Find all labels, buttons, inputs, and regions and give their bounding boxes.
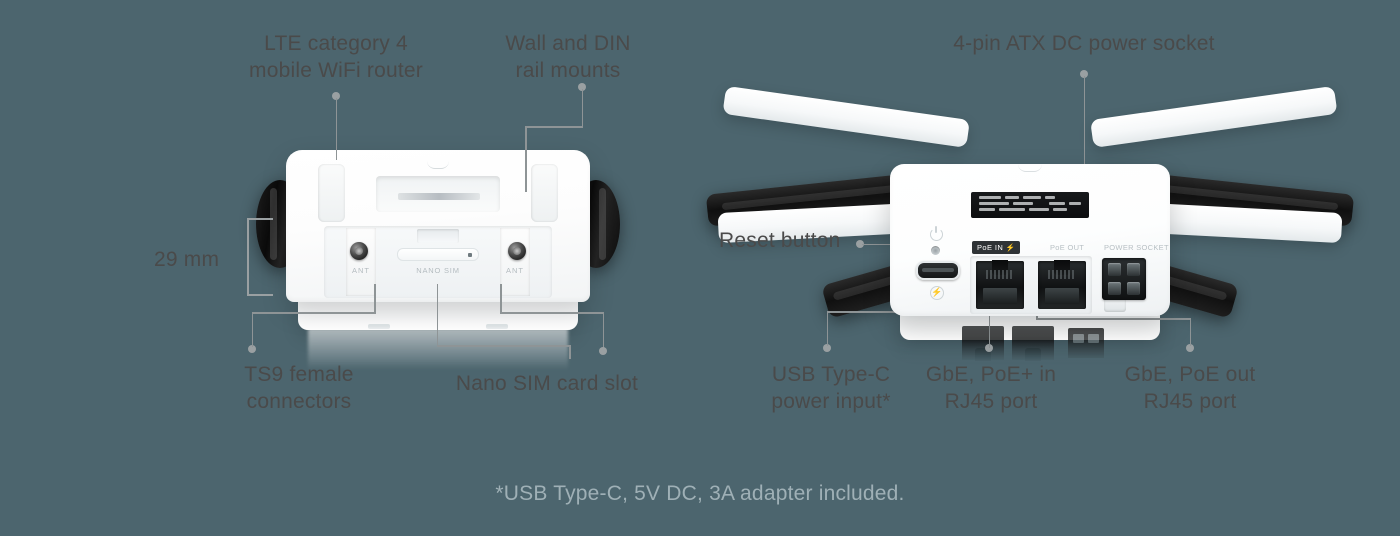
connector-plate: ANT ANT NANO SIM bbox=[324, 226, 552, 298]
right-device-body: ⚡ PoE IN ⚡ PoE OUT POWER SOCKET bbox=[890, 164, 1170, 316]
top-notch bbox=[427, 161, 449, 169]
leader-line-poe-out-v1 bbox=[1189, 318, 1192, 346]
callout-ts9-connectors: TS9 female connectors bbox=[244, 363, 354, 413]
rear-notch bbox=[1018, 164, 1042, 172]
callout-usb-type-c: USB Type-C power input* bbox=[771, 363, 891, 413]
base-foot-left bbox=[368, 324, 390, 329]
ts9-connector-right bbox=[508, 242, 526, 260]
leader-line-ts9-v1 bbox=[251, 312, 254, 347]
leader-line-usbc-v1 bbox=[826, 311, 829, 346]
lightning-bolt-icon: ⚡ bbox=[930, 286, 944, 300]
leader-line-ts9-h2 bbox=[500, 312, 604, 314]
atx-socket-tab bbox=[1104, 298, 1126, 312]
callout-reset-button: Reset button bbox=[719, 229, 841, 252]
leader-line-lte bbox=[335, 98, 338, 160]
leader-line-nanosim-h bbox=[436, 345, 571, 347]
antenna-upper-right bbox=[1090, 85, 1338, 148]
leader-line-nanosim-v bbox=[436, 284, 439, 346]
leader-dot-poe-in bbox=[985, 344, 993, 352]
mirror-fade bbox=[900, 340, 1160, 364]
base-foot-right bbox=[486, 324, 508, 329]
callout-lte-router: LTE category 4 mobile WiFi router bbox=[249, 32, 423, 82]
leader-dot-ts9 bbox=[248, 345, 256, 353]
leader-line-ts9-v2 bbox=[374, 284, 376, 314]
rj45-port-frame bbox=[970, 256, 1092, 314]
right-device-mirror bbox=[900, 312, 1160, 364]
leader-line-ts9-v3 bbox=[500, 284, 502, 314]
antenna-upper-left bbox=[722, 85, 970, 148]
callout-dimension-29mm: 29 mm bbox=[154, 248, 220, 271]
rj45-port-poe-out[interactable] bbox=[1038, 260, 1086, 309]
leader-line-poe-in bbox=[988, 290, 991, 348]
wall-mount-slot-right bbox=[531, 164, 558, 222]
sim-tray-tab bbox=[417, 229, 459, 243]
leader-line-poe-out-h bbox=[1036, 318, 1190, 320]
left-device-front-view: ANT ANT NANO SIM bbox=[256, 150, 620, 370]
callout-poe-in-port: GbE, PoE+ in RJ45 port bbox=[925, 363, 1057, 413]
nano-sim-slot bbox=[397, 248, 479, 261]
leader-dot-ts9-b bbox=[599, 347, 607, 355]
ant-label-right: ANT bbox=[506, 266, 524, 275]
leader-dot-atx bbox=[1080, 70, 1088, 78]
leader-dot-reset bbox=[856, 240, 864, 248]
din-rail-recess bbox=[376, 176, 500, 212]
poe-out-label: PoE OUT bbox=[1050, 243, 1085, 252]
leader-dot-lte bbox=[332, 92, 340, 100]
callout-nano-sim-slot: Nano SIM card slot bbox=[455, 372, 639, 395]
power-socket-label: POWER SOCKET bbox=[1104, 243, 1169, 252]
device-body: ANT ANT NANO SIM bbox=[286, 150, 590, 302]
callout-poe-out-port: GbE, PoE out RJ45 port bbox=[1124, 363, 1256, 413]
callout-atx-power-socket: 4-pin ATX DC power socket bbox=[953, 32, 1215, 55]
leader-line-nanosim-v2 bbox=[569, 345, 571, 359]
wall-mount-slot-left bbox=[318, 164, 345, 222]
poe-in-badge: PoE IN ⚡ bbox=[972, 241, 1021, 254]
leader-dot-mounts bbox=[578, 83, 586, 91]
leader-line-mounts-h bbox=[525, 126, 583, 128]
footnote-usb-adapter: *USB Type-C, 5V DC, 3A adapter included. bbox=[495, 482, 905, 505]
nano-sim-label: NANO SIM bbox=[416, 266, 460, 275]
ant-label-left: ANT bbox=[352, 266, 370, 275]
power-symbol-icon bbox=[930, 226, 943, 241]
leader-line-ts9-h bbox=[251, 312, 376, 314]
rear-port-panel: ⚡ PoE IN ⚡ PoE OUT POWER SOCKET bbox=[890, 226, 1170, 316]
atx-dc-power-socket[interactable] bbox=[1102, 258, 1146, 300]
rj45-port-poe-in[interactable] bbox=[976, 260, 1024, 309]
product-label-sticker bbox=[971, 192, 1089, 218]
reset-button[interactable] bbox=[931, 246, 940, 255]
ts9-connector-left bbox=[350, 242, 368, 260]
leader-line-ts9-v4 bbox=[602, 312, 605, 350]
leader-line-mounts-v1 bbox=[581, 89, 584, 127]
leader-dot-usbc bbox=[823, 344, 831, 352]
leader-line-mounts-v2 bbox=[525, 126, 527, 192]
leader-line-usbc-h bbox=[826, 311, 947, 313]
right-device-rear-view: ⚡ PoE IN ⚡ PoE OUT POWER SOCKET bbox=[700, 85, 1360, 368]
leader-line-atx bbox=[1083, 76, 1086, 236]
callout-wall-din-mounts: Wall and DIN rail mounts bbox=[505, 32, 631, 82]
usb-type-c-port[interactable] bbox=[916, 261, 960, 280]
antenna-well-left bbox=[346, 228, 376, 296]
antenna-well-right bbox=[500, 228, 530, 296]
leader-dot-poe-out bbox=[1186, 344, 1194, 352]
